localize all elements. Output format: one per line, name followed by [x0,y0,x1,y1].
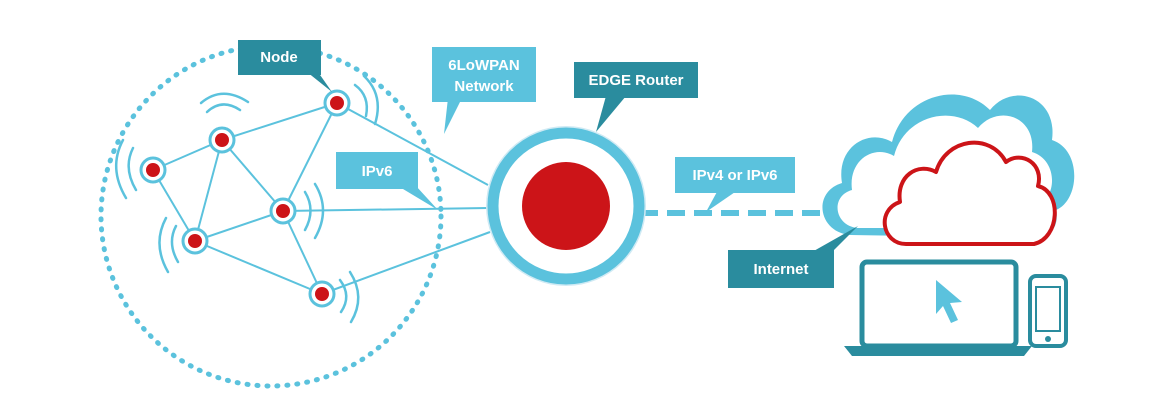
mesh-links [152,102,491,295]
lowpan-label-line2: Network [454,78,514,95]
radio-waves [115,74,379,324]
edge-router-label: EDGE Router [574,62,698,132]
cloud-outline-icon [882,140,1057,246]
edge-router [486,126,646,286]
cursor-arrow-icon [936,280,962,323]
sensor-node [269,197,297,225]
sensor-node [308,280,336,308]
sensor-node [181,227,209,255]
sensor-node [139,156,167,184]
lowpan-label-line1: 6LoWPAN [448,57,519,74]
node-label-text: Node [260,49,298,66]
ipv4-or-ipv6-label-text: IPv4 or IPv6 [692,167,777,184]
sensor-nodes [139,89,351,308]
ipv4-or-ipv6-label: IPv4 or IPv6 [675,157,795,212]
internet-label-text: Internet [753,261,808,278]
laptop-icon [844,259,1032,356]
lowpan-network-label: 6LoWPAN Network [432,47,536,134]
smartphone-icon [1028,274,1068,348]
node-label: Node [238,40,332,92]
sensor-node [208,126,236,154]
internet-label: Internet [728,226,858,288]
edge-router-label-text: EDGE Router [588,72,683,89]
sensor-node [323,89,351,117]
ipv6-label-text: IPv6 [362,163,393,180]
ipv6-label: IPv6 [336,152,438,210]
